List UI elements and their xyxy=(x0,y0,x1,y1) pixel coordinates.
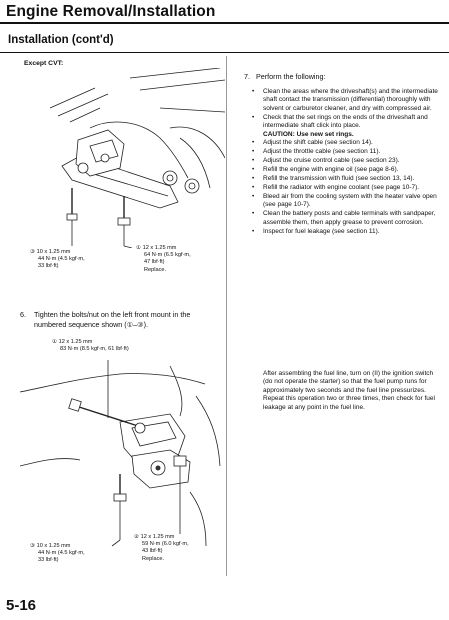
list-item: •Clean the areas where the driveshaft(s)… xyxy=(252,88,438,112)
list-item: •Refill the engine with engine oil (see … xyxy=(252,166,399,174)
fuel-line-instructions: After assembling the fuel line, turn on … xyxy=(263,370,435,411)
page-number: 5-16 xyxy=(6,597,37,614)
section-label: Except CVT: xyxy=(24,60,64,67)
section-subtitle: Installation (cont'd) xyxy=(8,34,114,46)
list-item: •Clean the battery posts and cable termi… xyxy=(252,210,436,226)
list-item: •Adjust the throttle cable (see section … xyxy=(252,148,381,156)
column-divider xyxy=(226,56,227,576)
figure1-callout-3: ③ 10 x 1.25 mm 44 N·m (4.5 kgf·m, 33 lbf… xyxy=(30,249,85,270)
title-rule xyxy=(0,22,449,24)
step-7-heading: 7. Perform the following: xyxy=(244,72,326,81)
subtitle-rule xyxy=(0,52,449,53)
page-title: Engine Removal/Installation xyxy=(6,3,216,20)
step-6-number: 6. xyxy=(20,310,26,319)
list-item: •Bleed air from the cooling system with … xyxy=(252,192,437,209)
list-item: •Adjust the shift cable (see section 14)… xyxy=(252,139,373,147)
list-item: •Inspect for fuel leakage (see section 1… xyxy=(252,227,380,235)
figure2-callout-3: ③ 10 x 1.25 mm 44 N·m (4.5 kgf·m, 33 lbf… xyxy=(30,543,85,564)
figure2-callout-2: ② 12 x 1.25 mm 59 N·m (6.0 kgf·m, 43 lbf… xyxy=(134,534,189,562)
list-item: •Refill the radiator with engine coolant… xyxy=(252,183,420,191)
list-item: •Adjust the cruise control cable (see se… xyxy=(252,157,400,165)
step-7-bullet-list: •Clean the areas where the driveshaft(s)… xyxy=(252,88,438,236)
caution-note: CAUTION: Use new set rings. xyxy=(263,130,354,138)
list-item: •Check that the set rings on the ends of… xyxy=(252,113,428,138)
mount-bracket-illustration xyxy=(49,68,225,248)
list-item: •Refill the transmission with fluid (see… xyxy=(252,175,415,183)
step-6-text: Tighten the bolts/nut on the left front … xyxy=(34,310,191,329)
figure2-callout-1: ① 12 x 1.25 mm 83 N·m (8.5 kgf·m, 61 lbf… xyxy=(52,339,129,353)
left-front-mount-illustration xyxy=(20,360,221,547)
figure1-callout-1: ① 12 x 1.25 mm 64 N·m (6.5 kgf·m, 47 lbf… xyxy=(136,245,191,273)
